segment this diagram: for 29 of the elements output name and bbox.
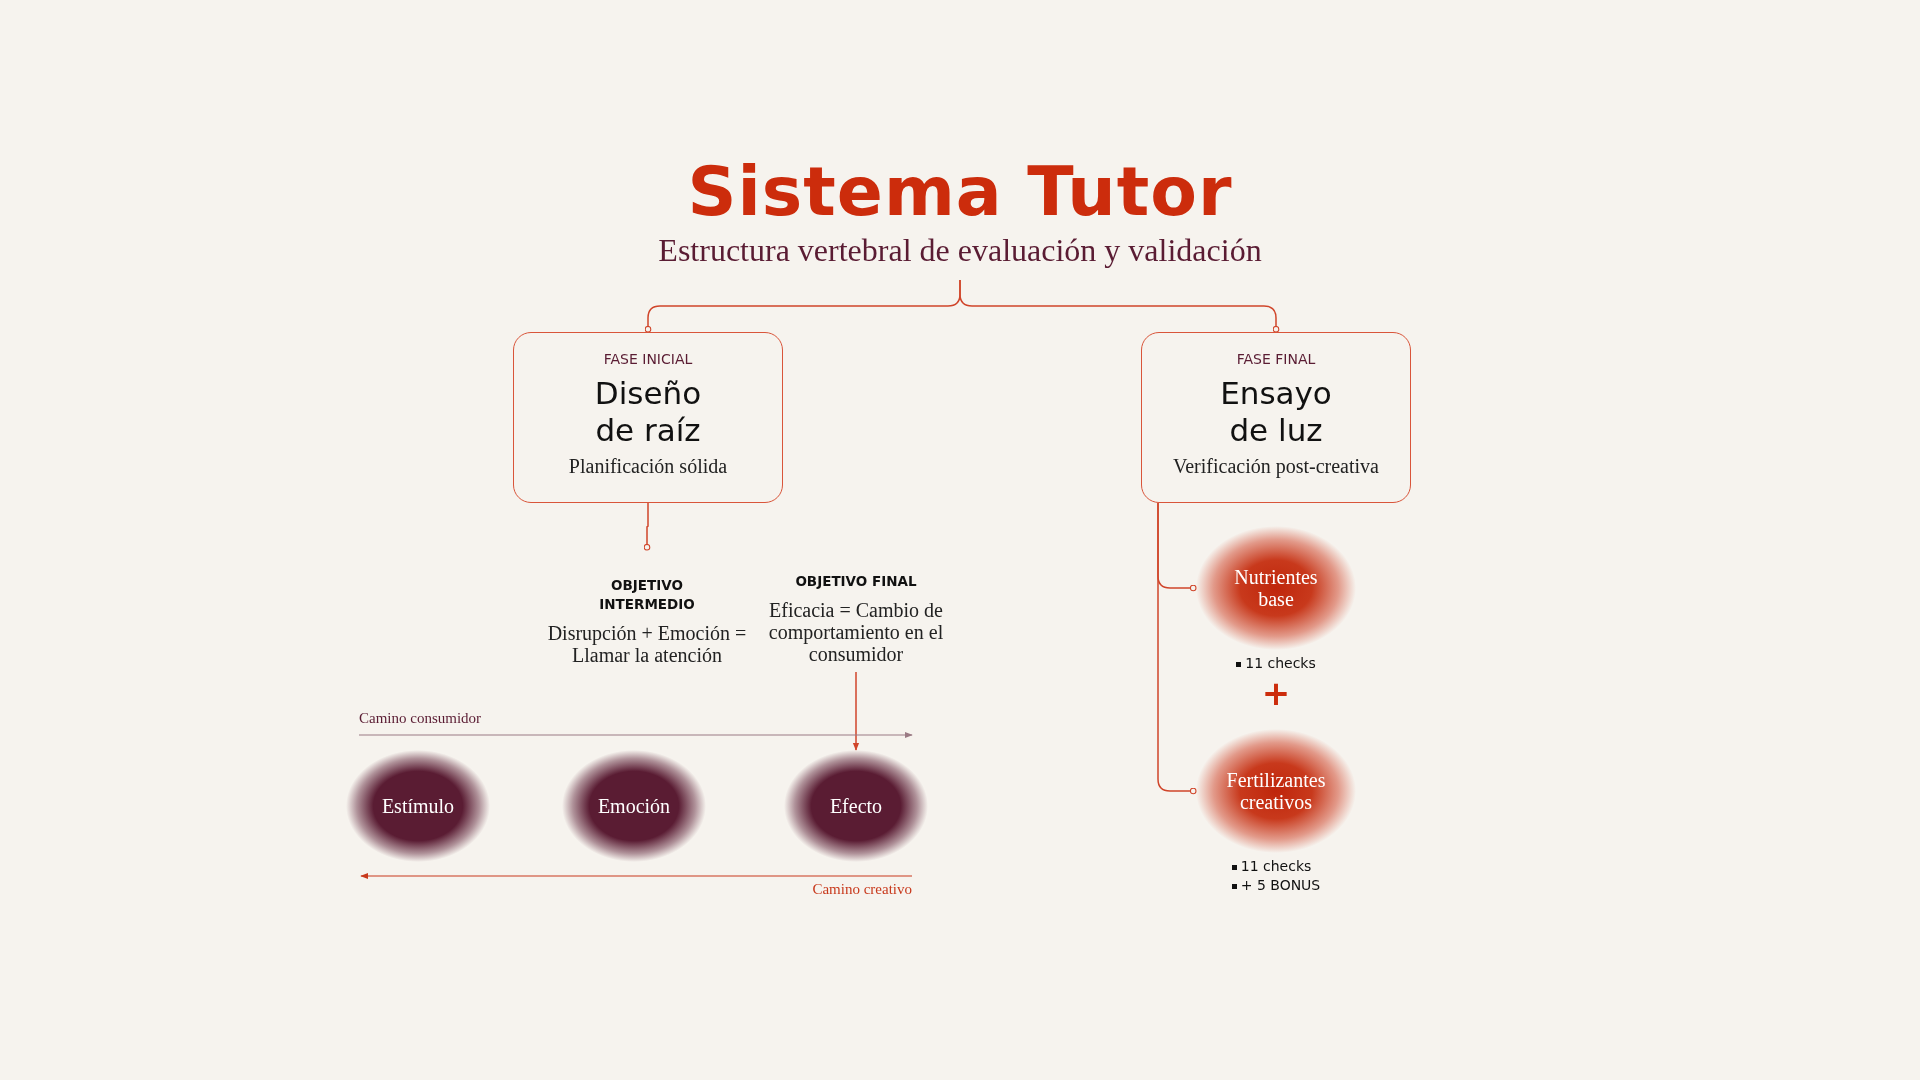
phase-title: Ensayo de luz	[1219, 375, 1333, 449]
phase-card	[1141, 332, 1411, 503]
phase-label: FASE INICIAL	[603, 351, 693, 367]
circle-label: Efecto	[829, 795, 883, 817]
bullet-note: 11 checks	[1231, 857, 1321, 876]
phase-card	[513, 332, 783, 503]
phase-description: Verificación post-creativa	[1173, 455, 1379, 478]
path-label: Camino creativo	[811, 882, 912, 897]
phase-description: Planificación sólida	[568, 455, 728, 478]
circle-label: Fertilizantes creativos	[1225, 769, 1327, 813]
circle-label: Nutrientes base	[1233, 566, 1319, 610]
plus-sign: +	[1260, 676, 1292, 710]
bullet-note: 11 checks	[1236, 654, 1316, 673]
phase-label: FASE FINAL	[1236, 351, 1316, 367]
phase-title: Diseño de raíz	[593, 375, 703, 449]
path-label: Camino consumidor	[359, 711, 482, 726]
objective-heading: OBJETIVO INTERMEDIO	[598, 576, 696, 614]
connector-line	[1157, 502, 1197, 795]
circle-label: Estímulo	[381, 795, 455, 817]
circle-label: Emoción	[597, 795, 671, 817]
title: Sistema Tutor	[686, 152, 1234, 231]
objective-text: Disrupción + Emoción = Llamar la atención	[546, 622, 748, 666]
connector-line	[959, 279, 1280, 333]
arrow	[852, 671, 860, 751]
objective-heading: OBJETIVO FINAL	[795, 572, 917, 591]
subtitle: Estructura vertebral de evaluación y validación	[560, 232, 1360, 280]
objective-text: Eficacia = Cambio de comportamiento en el consumidor	[768, 599, 944, 665]
connector-line	[643, 502, 651, 551]
bullet-note: + 5 BONUS	[1231, 876, 1321, 895]
